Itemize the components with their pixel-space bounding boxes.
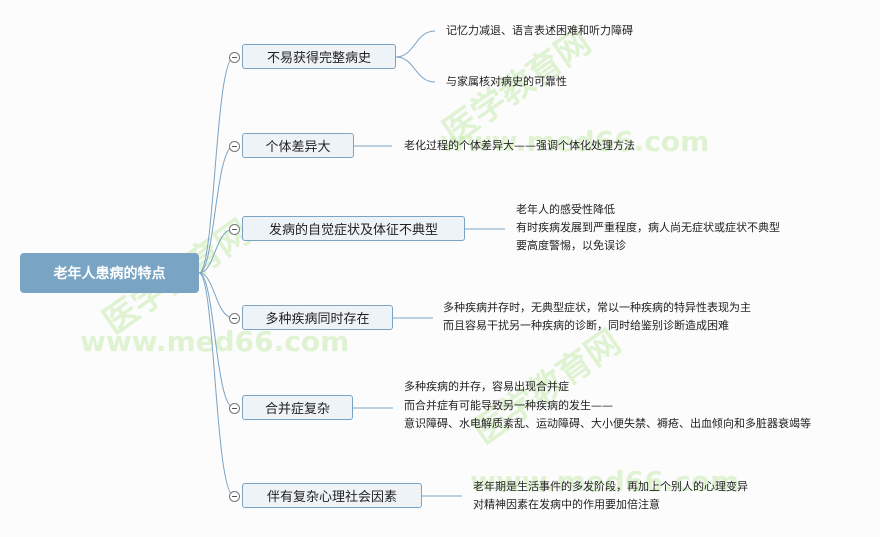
collapse-toggle[interactable]: [229, 491, 240, 502]
detail-text: 多种疾病的并存，容易出现合并症: [404, 380, 569, 393]
collapse-toggle[interactable]: [229, 141, 240, 152]
detail-text: 与家属核对病史的可靠性: [446, 75, 567, 88]
branch-node[interactable]: 发病的自觉症状及体征不典型: [242, 216, 465, 241]
detail-text: 而且容易干扰另一种疾病的诊断，同时给鉴别诊断造成困难: [443, 319, 729, 332]
branch-node[interactable]: 多种疾病同时存在: [242, 305, 393, 330]
detail-text: 记忆力减退、语言表述困难和听力障碍: [446, 24, 633, 37]
root-topic[interactable]: 老年人患病的特点: [20, 253, 199, 293]
branch-node[interactable]: 合并症复杂: [242, 395, 353, 420]
branch-node[interactable]: 个体差异大: [242, 133, 354, 158]
collapse-toggle[interactable]: [229, 52, 240, 63]
collapse-toggle[interactable]: [229, 224, 240, 235]
detail-text: 老化过程的个体差异大——强调个体化处理方法: [404, 139, 635, 152]
detail-text: 老年人的感受性降低: [516, 203, 615, 216]
branch-node[interactable]: 不易获得完整病史: [242, 44, 396, 69]
detail-text: 要高度警惕，以免误诊: [516, 239, 626, 252]
collapse-toggle[interactable]: [229, 313, 240, 324]
detail-text: 意识障碍、水电解质紊乱、运动障碍、大小便失禁、褥疮、出血倾向和多脏器衰竭等: [404, 417, 811, 430]
detail-text: 对精神因素在发病中的作用要加倍注意: [473, 498, 660, 511]
collapse-toggle[interactable]: [229, 403, 240, 414]
detail-text: 有时疾病发展到严重程度，病人尚无症状或症状不典型: [516, 221, 780, 234]
detail-text: 老年期是生活事件的多发阶段，再加上个别人的心理变异: [473, 480, 748, 493]
detail-text: 多种疾病并存时，无典型症状，常以一种疾病的特异性表现为主: [443, 301, 751, 314]
detail-text: 而合并症有可能导致另一种疾病的发生——: [404, 399, 613, 412]
branch-node[interactable]: 伴有复杂心理社会因素: [242, 483, 422, 508]
